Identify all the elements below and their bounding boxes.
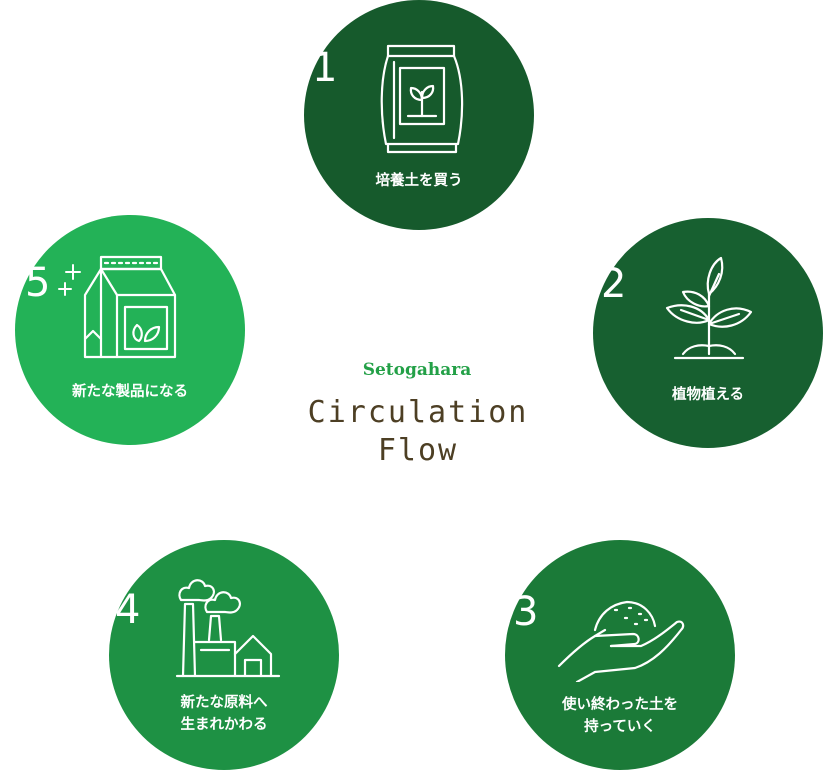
step-4-circle: 4 新たな原料へ 生まれかわる [109,540,339,770]
hand-soil-icon [557,600,685,682]
step-4-number: 4 [115,587,141,633]
title-line-2: Flow [377,433,459,468]
new-product-icon [83,255,177,359]
plant-sprout-icon [665,256,753,360]
step-3-circle: 3 使い終わった土を 持っていく [505,540,735,770]
page-title: Circulation Flow [270,394,566,470]
step-1-number: 1 [312,45,338,91]
step-1-circle: 1 培養土を買う [304,0,534,230]
step-5-number: 5 [25,260,51,306]
step-1-label: 培養土を買う [375,173,463,189]
sparkle-icon [58,264,81,296]
step-4-label: 新たな原料へ 生まれかわる [180,695,268,734]
soil-bag-icon [380,44,464,154]
title-line-1: Circulation [307,395,529,430]
step-2-label: 植物植える [671,387,745,403]
step-5-circle: 5 新たな製品になる [15,215,245,445]
brand-logo: Setogahara [362,360,472,380]
step-2-number: 2 [601,261,627,307]
factory-icon [175,579,281,678]
step-3-label: 使い終わった土を 持っていく [562,697,678,736]
step-5-label: 新たな製品になる [72,384,188,400]
step-2-circle: 2 植物植える [593,218,823,448]
step-3-number: 3 [513,589,539,635]
